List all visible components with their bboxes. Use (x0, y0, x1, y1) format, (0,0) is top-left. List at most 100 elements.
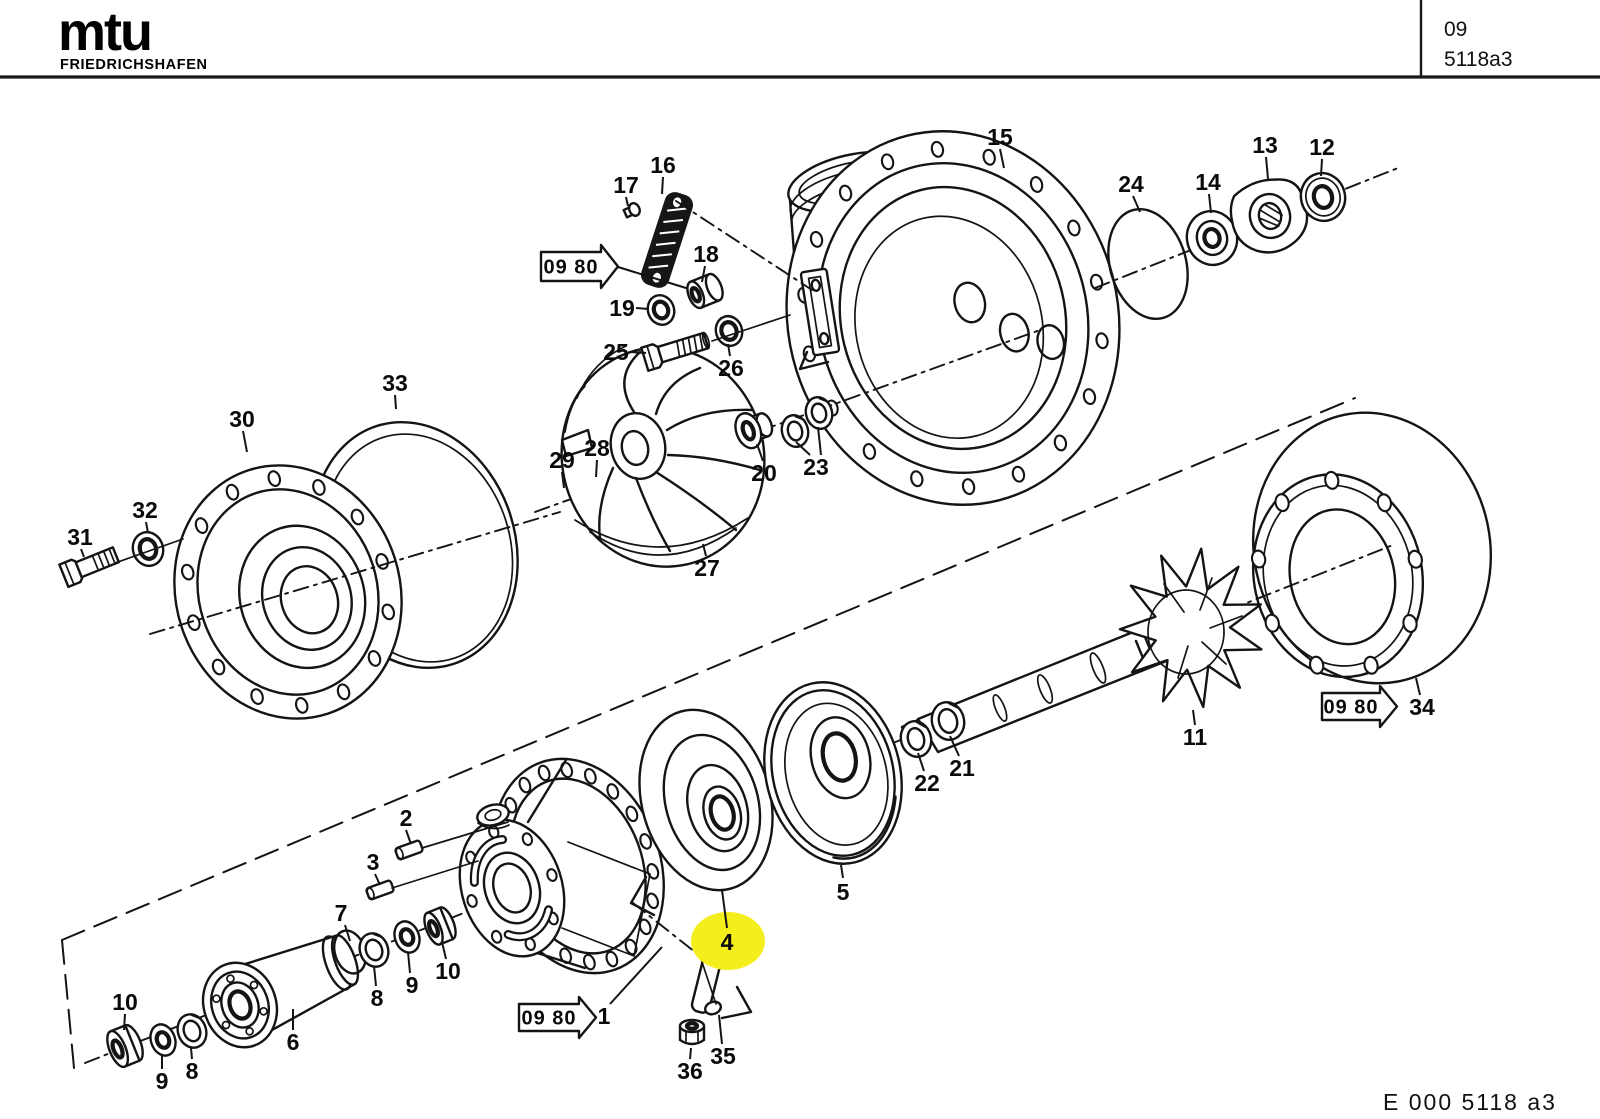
leader-line-part-10 (123, 1013, 126, 1031)
leader-line-part-10 (441, 941, 447, 960)
leader-line-part-22 (917, 752, 925, 772)
part-label-9: 9 (406, 972, 419, 998)
drawing-code: E 000 5118 a3 (1383, 1089, 1557, 1115)
part-label-8: 8 (186, 1058, 199, 1084)
leader-line-part-30 (242, 430, 248, 453)
part-label-1: 1 (598, 1003, 611, 1029)
part-23-circlip (804, 395, 834, 431)
housing-axis-line (149, 511, 561, 635)
assembly-ref-arrow-2: 09 80 (517, 995, 598, 1040)
leader-line-part-12 (1320, 158, 1323, 177)
part-label-24: 24 (1118, 171, 1144, 197)
leader-line-part-19 (635, 307, 650, 310)
part-31-hex-bolt (58, 546, 121, 589)
part-14-thrust-washer (1185, 209, 1239, 267)
part-34-turbine-backplate (1250, 411, 1493, 685)
part-label-7: 7 (335, 900, 348, 926)
leader-line-part-26 (727, 343, 731, 357)
part-label-33: 33 (382, 370, 408, 396)
ref-arrow-text: 09 80 (521, 1008, 576, 1030)
leader-line-part-18 (701, 265, 706, 283)
part-label-3: 3 (367, 849, 380, 875)
assembly-ref-arrow-1: 09 80 (539, 243, 687, 290)
hub-oil-port (476, 803, 510, 827)
part-label-19: 19 (609, 295, 635, 321)
highlight-part-4 (691, 912, 765, 970)
mtu-logo-subtext: FRIEDRICHSHAFEN (60, 57, 208, 73)
ref-arrow-shape (1320, 684, 1399, 729)
leader-line-part-8 (373, 965, 377, 987)
part-label-26: 26 (718, 355, 744, 381)
part-label-23: 23 (803, 454, 829, 480)
part-label-16: 16 (650, 152, 676, 178)
ref-arrow-text: 09 80 (543, 257, 598, 279)
part-label-17: 17 (613, 172, 639, 198)
doc-sheet-code: 5118a3 (1444, 48, 1513, 71)
part-8-circlip-left (176, 1013, 208, 1049)
part-5-insert-cover (763, 681, 903, 865)
leader-line-part-14 (1208, 193, 1212, 214)
part-21-circlip (930, 700, 966, 742)
part-label-4: 4 (721, 929, 734, 955)
part-10-thrust-collar-right (423, 906, 457, 946)
direction-arrowhead (720, 985, 753, 1020)
part-label-13: 13 (1252, 132, 1278, 158)
leader-line-part-5 (840, 864, 844, 879)
part-label-10: 10 (112, 989, 138, 1015)
part-label-18: 18 (693, 241, 719, 267)
part-17-screw (622, 202, 641, 219)
leader-line-part-4 (721, 889, 728, 929)
part-2-dowel-pin (394, 839, 424, 861)
part-12-washer (1299, 171, 1347, 223)
leader-line-part-32 (145, 521, 149, 534)
leader-line-part-1 (609, 946, 663, 1005)
part-label-22: 22 (914, 770, 940, 796)
assembly-ref-arrow-3: 09 80 (1320, 684, 1399, 729)
part-label-34: 34 (1409, 694, 1435, 720)
part-label-28: 28 (584, 435, 610, 461)
leader-line-part-28 (595, 459, 598, 478)
part-label-8: 8 (371, 985, 384, 1011)
part-20-spacer-bush (734, 412, 774, 450)
part-label-5: 5 (837, 879, 850, 905)
part-10-thrust-collar-left (106, 1023, 144, 1069)
part-label-36: 36 (677, 1058, 703, 1084)
leader-line-part-3 (374, 873, 381, 886)
part-32-washer (131, 530, 165, 568)
part-label-29: 29 (549, 447, 575, 473)
part-18-bushing (686, 272, 724, 310)
leader-line-part-31 (80, 548, 85, 558)
assembly-ref-arrows: 09 80 09 80 09 80 (517, 243, 1399, 1040)
part-label-27: 27 (694, 555, 720, 581)
part-19-grooved-ring (646, 294, 676, 326)
leader-line-part-11 (1192, 709, 1196, 726)
leader-line-part-13 (1265, 156, 1269, 180)
part-15-turbine-housing (785, 130, 1121, 506)
leader-line-part-17 (625, 196, 629, 207)
leader-line-part-34 (1415, 677, 1421, 696)
part-label-9: 9 (156, 1068, 169, 1094)
part-label-20: 20 (751, 460, 777, 486)
leader-line-part-2 (405, 829, 412, 845)
part-label-32: 32 (132, 497, 158, 523)
leader-line-part-29 (561, 471, 565, 489)
part-label-30: 30 (229, 406, 255, 432)
part-13-shaft-nut (1229, 178, 1309, 254)
part-36-hex-nut (678, 1018, 706, 1046)
page-header: mtu FRIEDRICHSHAFEN 09 5118a3 (0, 0, 1600, 79)
leader-line-part-33 (394, 394, 397, 410)
ref-arrow-shape (517, 995, 598, 1040)
part-25-hex-bolt (640, 331, 711, 372)
part-27-compressor-wheel (560, 345, 766, 568)
leader-line-part-8 (190, 1047, 193, 1060)
part-9-washer-left (149, 1023, 177, 1057)
part-23-circlip (780, 413, 810, 449)
boundary-dashed-line (61, 397, 1356, 941)
leader-line-part-24 (1132, 195, 1141, 213)
part-3-dowel-pin (365, 879, 395, 901)
part-label-15: 15 (987, 124, 1013, 150)
leader-line-part-20 (756, 443, 764, 462)
part-6-bearing-sleeve (201, 934, 360, 1049)
